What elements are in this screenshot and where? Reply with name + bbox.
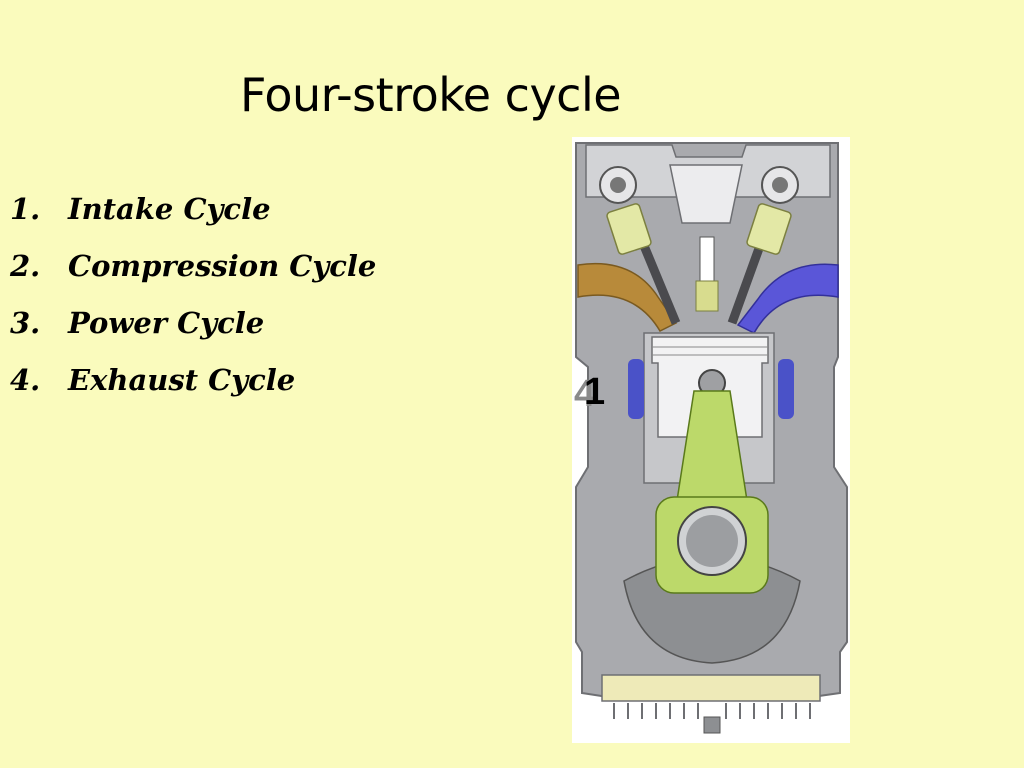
list-item-label: Exhaust Cycle [68, 363, 296, 397]
combustion-chamber-top [669, 164, 743, 224]
coolant-jacket-right [778, 359, 794, 419]
list-item: 4. Exhaust Cycle [10, 359, 376, 416]
drain-plug [703, 716, 721, 734]
crankshaft-journal [686, 515, 738, 567]
cycle-list: 1. Intake Cycle 2. Compression Cycle 3. Pow… [10, 188, 376, 416]
list-item: 1. Intake Cycle [10, 188, 376, 245]
list-item-label: Compression Cycle [68, 249, 377, 283]
list-item: 2. Compression Cycle [10, 245, 376, 302]
list-item-number: 2. [10, 249, 41, 283]
intake-cam-hub [610, 177, 626, 193]
spark-plug [699, 236, 715, 282]
intake-port [577, 262, 678, 332]
list-item-number: 1. [10, 192, 41, 226]
list-item-number: 3. [10, 306, 41, 340]
cylinder-marker: 1 [584, 371, 606, 413]
coolant-jacket-left [628, 359, 644, 419]
engine-diagram: 4 1 [572, 137, 850, 743]
spark-plug-base [695, 280, 719, 312]
list-item: 3. Power Cycle [10, 302, 376, 359]
exhaust-valve-spring [746, 203, 792, 255]
list-item-label: Intake Cycle [68, 192, 271, 226]
list-item-label: Power Cycle [68, 306, 265, 340]
engine-illustration [575, 142, 848, 734]
list-item-number: 4. [10, 363, 41, 397]
oil-sump [601, 674, 821, 702]
intake-valve-spring [606, 203, 652, 255]
cylinder-marker: 4 [574, 373, 596, 415]
cooling-fins [613, 703, 811, 719]
exhaust-cam-hub [772, 177, 788, 193]
slide-title: Four-stroke cycle [240, 68, 622, 122]
